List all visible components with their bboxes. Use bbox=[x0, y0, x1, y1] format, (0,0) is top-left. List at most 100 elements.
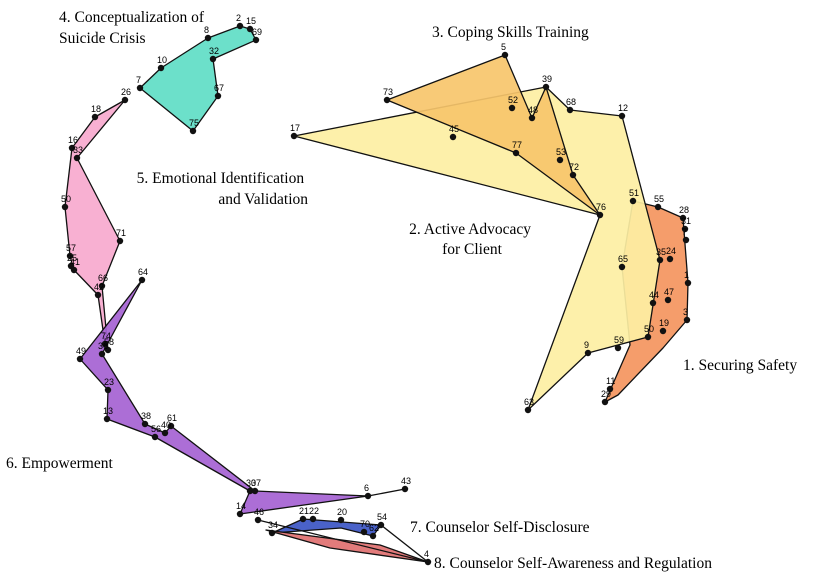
statement-number-28: 28 bbox=[679, 205, 689, 215]
statement-number-52: 52 bbox=[508, 95, 518, 105]
statement-number-58: 58 bbox=[104, 337, 114, 347]
statement-point-77 bbox=[512, 149, 520, 157]
statement-number-51: 51 bbox=[629, 188, 639, 198]
statement-number-39: 39 bbox=[542, 74, 552, 84]
statement-point-41 bbox=[70, 266, 78, 274]
statement-point-69 bbox=[252, 36, 260, 44]
connector-line bbox=[257, 519, 429, 563]
statement-number-30: 30 bbox=[246, 478, 256, 488]
statement-number-70: 70 bbox=[360, 519, 370, 529]
statement-point-7 bbox=[682, 236, 690, 244]
statement-point-11 bbox=[606, 385, 614, 393]
statement-point-52 bbox=[508, 104, 516, 112]
statement-point-68 bbox=[566, 106, 574, 114]
statement-number-64: 64 bbox=[138, 267, 148, 277]
statement-number-37: 37 bbox=[251, 478, 261, 488]
statement-point-21 bbox=[299, 515, 307, 523]
statement-point-26 bbox=[121, 96, 129, 104]
cluster-label-c7: 7. Counselor Self-Disclosure bbox=[410, 519, 590, 536]
statement-point-1 bbox=[684, 279, 692, 287]
statement-point-67 bbox=[214, 92, 222, 100]
statement-points: 2831724147319504465515559112917123968769… bbox=[61, 13, 692, 566]
cluster-label-c5: 5. Emotional Identification and Validati… bbox=[137, 170, 309, 208]
statement-number-57: 57 bbox=[66, 243, 76, 253]
statement-number-15: 15 bbox=[246, 16, 256, 26]
statement-number-77: 77 bbox=[512, 140, 522, 150]
cluster-label-c1: 1. Securing Safety bbox=[683, 357, 797, 374]
statement-point-23 bbox=[104, 386, 112, 394]
statement-point-71 bbox=[116, 237, 124, 245]
statement-point-63 bbox=[524, 406, 532, 414]
cluster-label-c3: 3. Coping Skills Training bbox=[432, 24, 589, 41]
statement-point-19 bbox=[659, 327, 667, 335]
statement-number-35: 35 bbox=[656, 247, 666, 257]
statement-point-35 bbox=[656, 256, 664, 264]
statement-point-38 bbox=[141, 420, 149, 428]
statement-number-22: 22 bbox=[309, 506, 319, 516]
statement-point-28 bbox=[679, 214, 687, 222]
statement-number-26: 26 bbox=[121, 87, 131, 97]
cluster-label-c6: 6. Empowerment bbox=[6, 455, 113, 472]
statement-number-47: 47 bbox=[664, 287, 674, 297]
statement-point-55 bbox=[654, 203, 662, 211]
statement-number-25: 25 bbox=[67, 253, 77, 263]
statement-point-29 bbox=[601, 398, 609, 406]
statement-number-73: 73 bbox=[383, 87, 393, 97]
statement-number-38: 38 bbox=[141, 411, 151, 421]
statement-point-65 bbox=[618, 263, 626, 271]
statement-number-63: 63 bbox=[524, 397, 534, 407]
statement-number-11: 11 bbox=[606, 376, 615, 386]
statement-number-18: 18 bbox=[91, 104, 101, 114]
statement-number-54: 54 bbox=[377, 512, 387, 522]
statement-number-7: 7 bbox=[682, 227, 687, 237]
statement-number-16: 16 bbox=[68, 135, 78, 145]
statement-number-5: 5 bbox=[501, 42, 506, 52]
statement-number-6: 6 bbox=[364, 483, 369, 493]
statement-point-24 bbox=[666, 255, 674, 263]
statement-number-20: 20 bbox=[337, 507, 347, 517]
statement-number-12: 12 bbox=[618, 103, 628, 113]
statement-number-46: 46 bbox=[254, 507, 264, 517]
statement-number-21: 21 bbox=[299, 506, 309, 516]
cluster-labels: 1. Securing Safety 2. Active Advocacy fo… bbox=[6, 9, 797, 572]
statement-point-2 bbox=[236, 22, 244, 30]
statement-number-2: 2 bbox=[236, 13, 241, 23]
statement-point-72 bbox=[569, 171, 577, 179]
statement-point-76 bbox=[596, 211, 604, 219]
statement-number-14: 14 bbox=[236, 501, 246, 511]
statement-number-45: 45 bbox=[449, 124, 459, 134]
cluster-polygon-c3 bbox=[386, 54, 601, 216]
statement-number-59: 59 bbox=[614, 335, 624, 345]
statement-point-70 bbox=[360, 528, 368, 536]
statement-point-64 bbox=[138, 276, 146, 284]
connector-line bbox=[367, 488, 406, 497]
statement-point-3 bbox=[683, 316, 691, 324]
cluster-polygon-c6 bbox=[79, 279, 369, 515]
statement-number-33: 33 bbox=[73, 145, 83, 155]
statement-point-49 bbox=[76, 355, 84, 363]
statement-number-76: 76 bbox=[596, 202, 606, 212]
statement-number-66: 66 bbox=[98, 273, 108, 283]
statement-number-3: 3 bbox=[683, 307, 688, 317]
statement-number-55: 55 bbox=[654, 194, 664, 204]
statement-point-54 bbox=[377, 521, 385, 529]
statement-point-9 bbox=[584, 349, 592, 357]
statement-number-69: 69 bbox=[252, 27, 262, 37]
statement-point-32 bbox=[209, 55, 217, 63]
statement-number-31: 31 bbox=[681, 216, 691, 226]
statement-point-15 bbox=[246, 25, 254, 33]
statement-point-48 bbox=[528, 114, 536, 122]
statement-point-42 bbox=[94, 291, 102, 299]
cluster-polygons bbox=[64, 25, 689, 563]
statement-point-17 bbox=[290, 132, 298, 140]
statement-point-59 bbox=[614, 344, 622, 352]
cluster-label-c4: 4. Conceptualization of Suicide Crisis bbox=[59, 9, 208, 47]
statement-number-43: 43 bbox=[401, 476, 411, 486]
statement-point-18 bbox=[91, 113, 99, 121]
statement-point-34 bbox=[268, 529, 276, 537]
statement-point-40 bbox=[161, 429, 169, 437]
cluster-polygon-c4 bbox=[139, 25, 257, 132]
statement-number-1: 1 bbox=[684, 270, 689, 280]
statement-point-7 bbox=[136, 84, 144, 92]
statement-number-34: 34 bbox=[268, 520, 278, 530]
